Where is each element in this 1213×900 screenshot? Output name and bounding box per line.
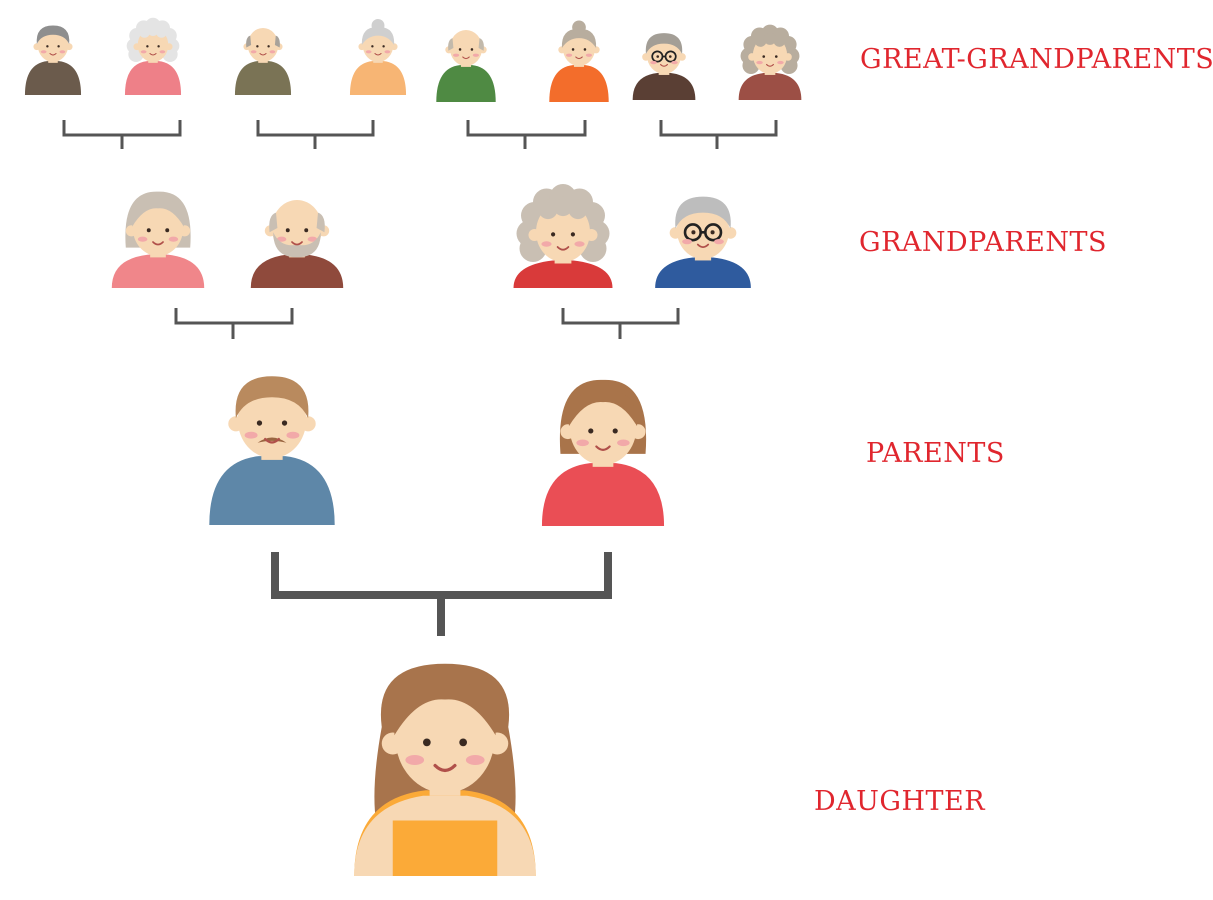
- great-grandfather-1-icon: [24, 25, 82, 95]
- great-grandfather-3-icon: [436, 30, 496, 102]
- connector-bracket-4: [659, 120, 778, 149]
- grandmother-2-icon: [513, 184, 613, 288]
- daughter-label: DAUGHTER: [814, 786, 986, 817]
- great-grandfather-4-icon: [632, 33, 696, 100]
- mother-icon: [541, 379, 665, 526]
- connector-bracket-5: [174, 308, 294, 339]
- connector-bracket-7: [271, 552, 612, 636]
- grandparents-label: GRANDPARENTS: [859, 227, 1108, 258]
- father-icon: [209, 376, 335, 525]
- grandmother-1-icon: [111, 191, 205, 288]
- great-grandmother-4-icon: [738, 24, 802, 100]
- connector-bracket-2: [256, 120, 375, 149]
- connector-bracket-6: [561, 308, 680, 339]
- daughter-icon: [354, 663, 536, 876]
- great-grandmother-1-icon: [124, 17, 182, 95]
- great-grandparents-label: GREAT-GRANDPARENTS: [860, 44, 1213, 75]
- grandfather-2-icon: [655, 196, 751, 288]
- connector-bracket-3: [466, 120, 587, 149]
- great-grandfather-2-icon: [234, 28, 292, 95]
- great-grandmother-3-icon: [549, 20, 609, 102]
- parents-label: PARENTS: [866, 438, 1005, 469]
- grandfather-1-icon: [250, 200, 344, 288]
- great-grandmother-2-icon: [349, 18, 407, 95]
- connector-bracket-1: [62, 120, 182, 149]
